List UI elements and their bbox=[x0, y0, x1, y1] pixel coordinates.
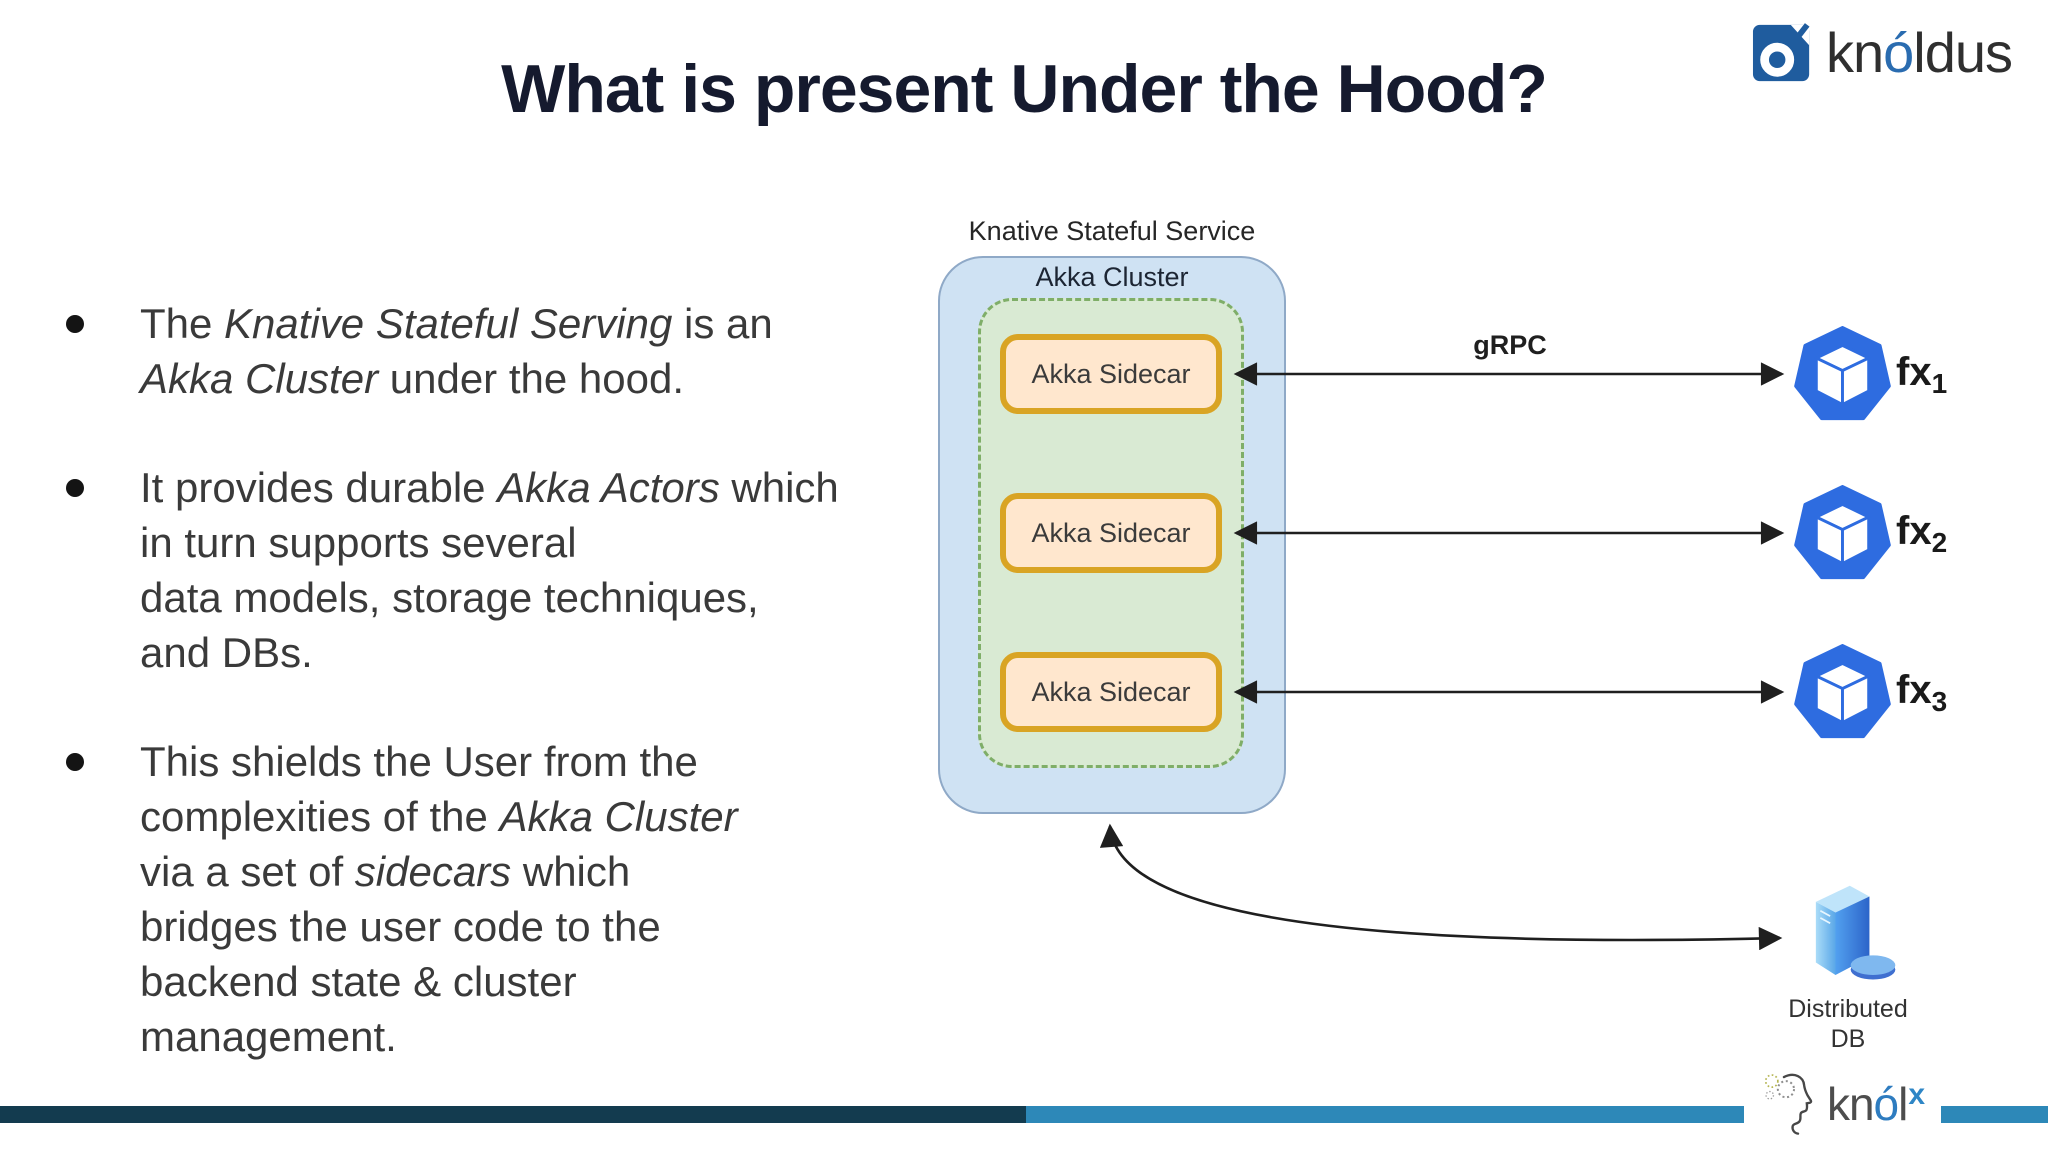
kubernetes-icon bbox=[1794, 485, 1891, 580]
db-arrow bbox=[1099, 823, 1783, 951]
knolx-face-icon bbox=[1764, 1073, 1813, 1135]
akka-cluster-label: Akka Cluster bbox=[1035, 262, 1189, 292]
akka-sidecar-box: Akka Sidecar bbox=[1000, 493, 1222, 573]
database-icon bbox=[1815, 885, 1896, 980]
knative-service-label: Knative Stateful Service bbox=[968, 216, 1256, 246]
function-label: fx1 bbox=[1896, 349, 1948, 399]
function-node-3: fx3 bbox=[1794, 644, 1947, 741]
kubernetes-icon bbox=[1794, 644, 1891, 739]
bullet-dot bbox=[66, 315, 84, 333]
bullet-text: It provides durable Akka Actors which in… bbox=[140, 464, 839, 676]
function-label: fx3 bbox=[1896, 667, 1948, 717]
akka-sidecar-box: Akka Sidecar bbox=[1000, 334, 1222, 414]
knoldus-logo: knóldus bbox=[1752, 18, 2013, 86]
knolx-logo-text: knólx bbox=[1826, 1078, 1925, 1130]
distributed-db: Distributed DB bbox=[1758, 872, 1938, 1054]
kubernetes-icon bbox=[1794, 326, 1891, 421]
bullet-text: This shields the User from the complexit… bbox=[140, 738, 738, 1060]
footer-bar-dark bbox=[0, 1106, 1026, 1123]
grpc-label: gRPC bbox=[1473, 330, 1547, 360]
function-label: fx2 bbox=[1896, 508, 1948, 558]
bullet-dot bbox=[66, 753, 84, 771]
function-node-2: fx2 bbox=[1794, 485, 1947, 582]
db-label: Distributed DB bbox=[1788, 995, 1908, 1053]
knoldus-logo-text: knóldus bbox=[1825, 20, 2013, 84]
page-title: What is present Under the Hood? bbox=[501, 51, 1548, 127]
bullet-item: It provides durable Akka Actors which in… bbox=[66, 460, 876, 680]
akka-sidecar-box: Akka Sidecar bbox=[1000, 652, 1222, 732]
knolx-logo: knólx bbox=[1744, 1056, 1941, 1152]
bullet-text: The Knative Stateful Serving is an Akka … bbox=[140, 300, 773, 402]
bullet-item: This shields the User from the complexit… bbox=[66, 734, 876, 1064]
function-node-1: fx1 bbox=[1794, 326, 1947, 423]
knoldus-logo-icon bbox=[1752, 23, 1810, 82]
bullet-item: The Knative Stateful Serving is an Akka … bbox=[66, 296, 876, 406]
bullet-dot bbox=[66, 479, 84, 497]
bullet-list: The Knative Stateful Serving is an Akka … bbox=[66, 296, 876, 1064]
